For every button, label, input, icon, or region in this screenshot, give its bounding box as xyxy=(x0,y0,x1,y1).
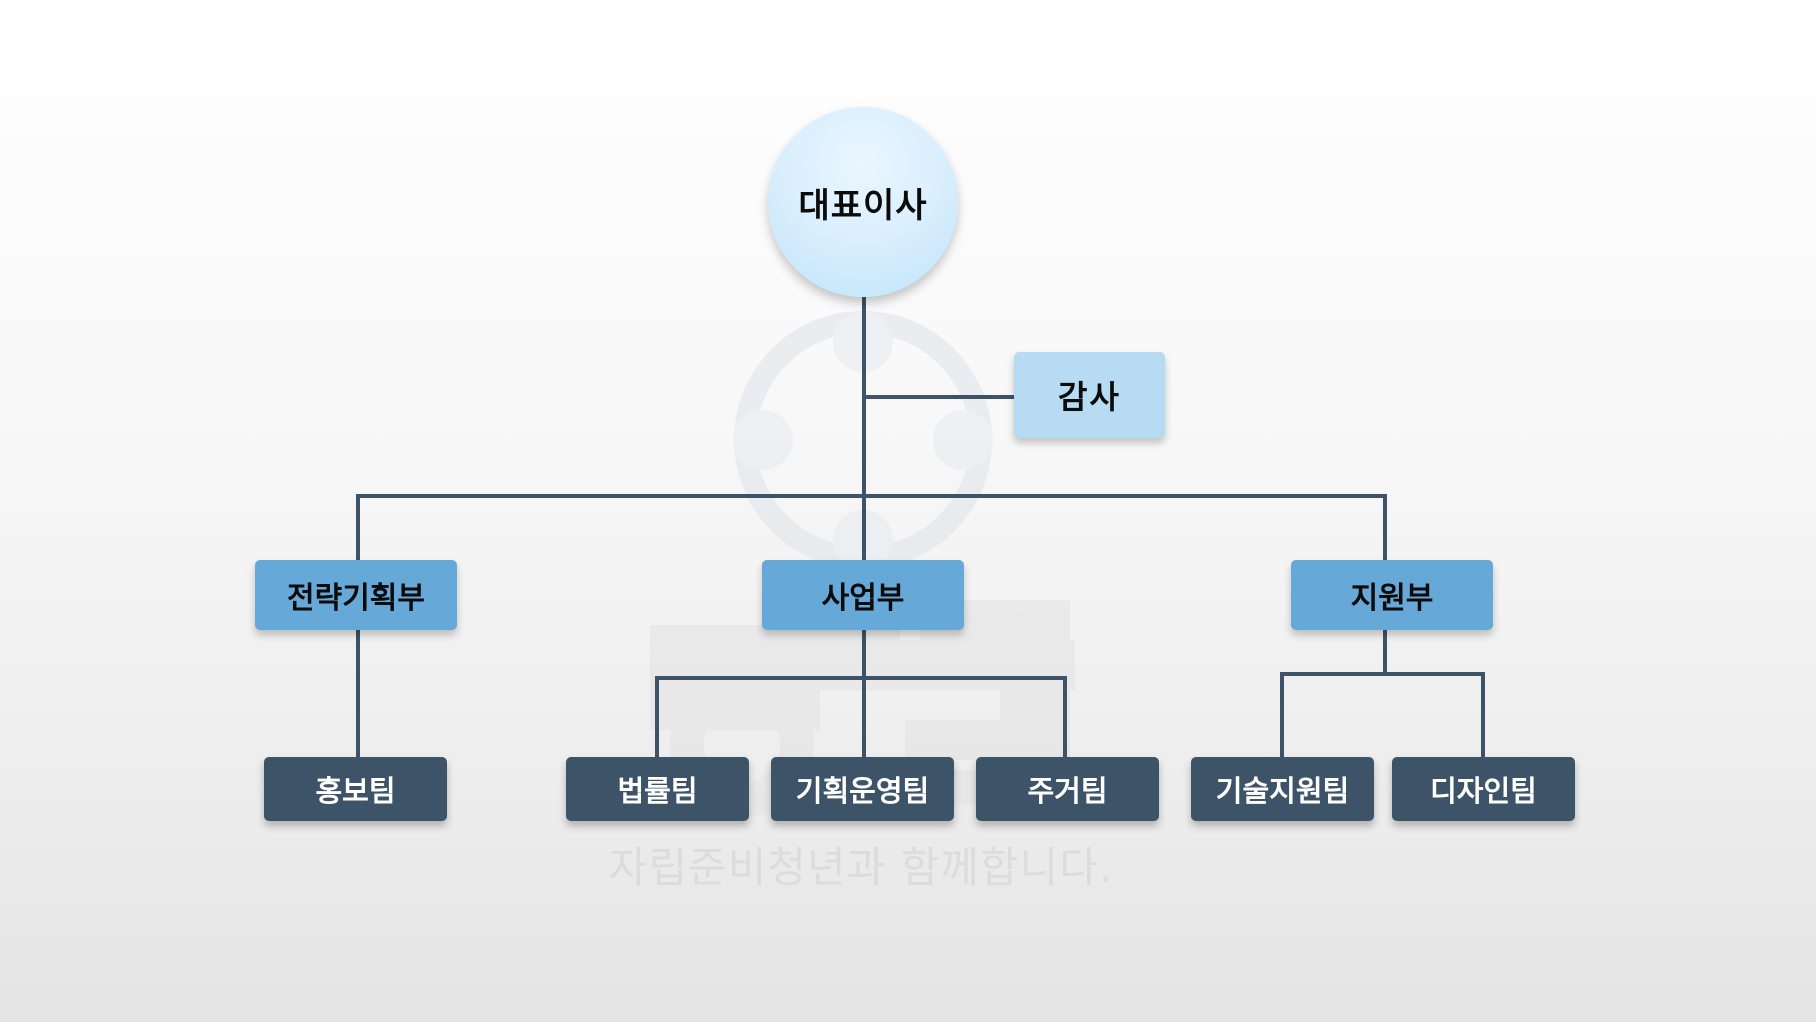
team-label: 기술지원팀 xyxy=(1215,774,1350,808)
team-planning-operations: 기획운영팀 xyxy=(771,757,954,821)
team-label: 기획운영팀 xyxy=(795,774,930,808)
team-label: 홍보팀 xyxy=(315,774,396,808)
department-label: 전략기획부 xyxy=(287,581,425,616)
team-label: 디자인팀 xyxy=(1430,774,1537,808)
department-support: 지원부 xyxy=(1291,560,1493,630)
team-tech-support: 기술지원팀 xyxy=(1191,757,1374,821)
department-label: 지원부 xyxy=(1350,581,1434,616)
team-housing: 주거팀 xyxy=(976,757,1159,821)
department-label: 사업부 xyxy=(821,581,905,616)
team-label: 주거팀 xyxy=(1027,774,1108,808)
team-pr: 홍보팀 xyxy=(264,757,447,821)
team-design: 디자인팀 xyxy=(1392,757,1575,821)
ceo-label: 대표이사 xyxy=(798,185,928,226)
support-team-bus-line xyxy=(1280,672,1485,759)
business-team-bus-line xyxy=(655,676,1067,759)
department-business: 사업부 xyxy=(762,560,964,630)
team-legal: 법률팀 xyxy=(566,757,749,821)
department-strategy: 전략기획부 xyxy=(255,560,457,630)
ceo-node: 대표이사 xyxy=(768,107,958,297)
watermark-tagline: 자립준비청년과 함께합니다. xyxy=(608,843,1114,892)
audit-label: 감사 xyxy=(1058,378,1121,416)
audit-node: 감사 xyxy=(1014,352,1165,438)
team-label: 법률팀 xyxy=(617,774,698,808)
department-bus-line xyxy=(356,494,1387,562)
